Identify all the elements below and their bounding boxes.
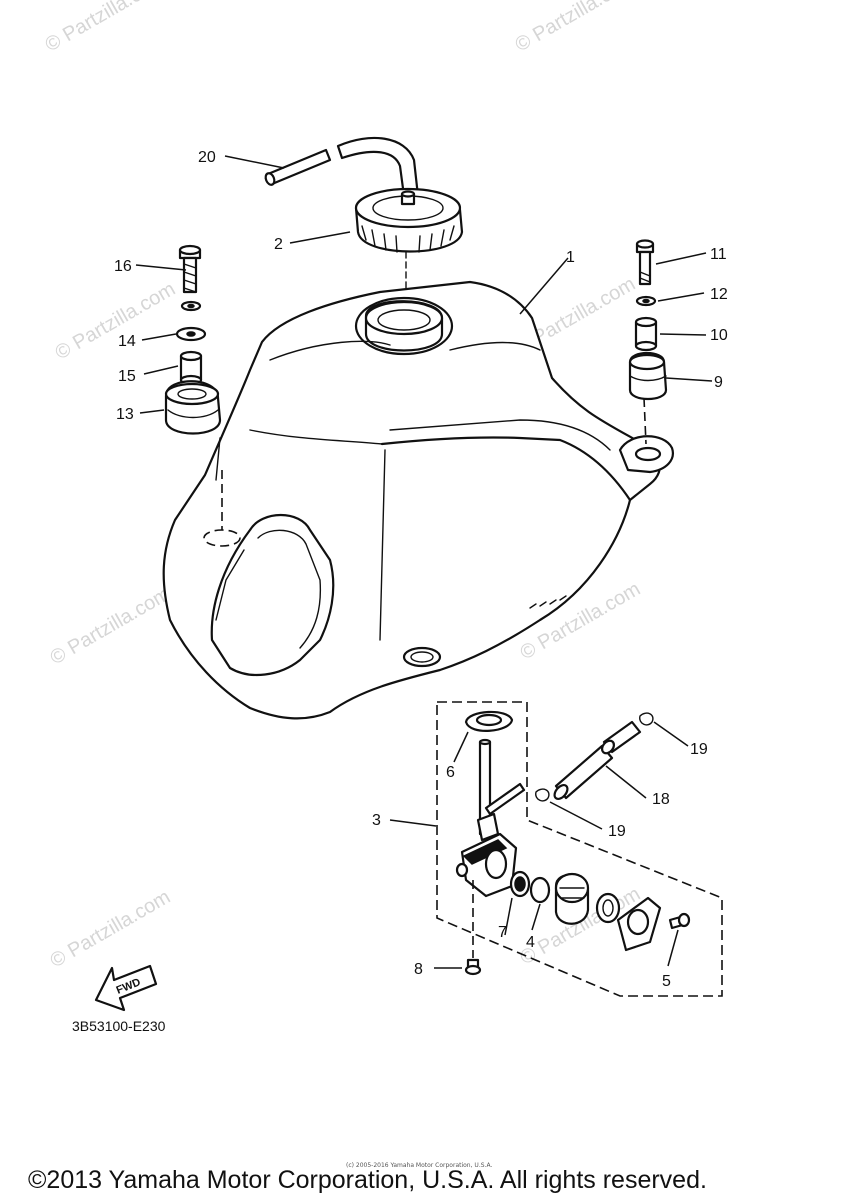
callout-18: 18 [652, 791, 670, 808]
fuel-cock-assembly [436, 701, 723, 997]
watermark: © Partzilla.com [512, 0, 640, 56]
fuel-tank [162, 280, 674, 720]
callout-10: 10 [710, 327, 728, 344]
callout-3: 3 [372, 812, 381, 829]
callout-14: 14 [118, 333, 136, 350]
small-copyright: (c) 2005-2016 Yamaha Motor Corporation, … [346, 1162, 492, 1169]
callout-7: 7 [498, 924, 507, 941]
leader-lines [135, 155, 713, 969]
callout-8: 8 [414, 961, 423, 978]
callout-5: 5 [662, 973, 671, 990]
callout-12: 12 [710, 286, 728, 303]
callout-9: 9 [714, 374, 723, 391]
callout-20: 20 [198, 149, 216, 166]
watermark: © Partzilla.com [47, 886, 175, 972]
callout-2: 2 [274, 236, 283, 253]
callout-11: 11 [710, 246, 727, 263]
callout-19: 19 [690, 741, 708, 758]
copyright-notice: ©2013 Yamaha Motor Corporation, U.S.A. A… [28, 1166, 707, 1194]
callout-numbers: 1 2 3 4 5 6 7 8 9 10 11 12 13 14 15 16 1… [114, 149, 728, 990]
fuel-hose-and-clips [535, 712, 654, 802]
fuel-cap [354, 187, 464, 291]
diagram-code: 3B53100-E230 [72, 1018, 166, 1034]
fwd-arrow-icon: FWD [94, 964, 158, 1012]
callout-1: 1 [566, 249, 575, 266]
callout-13: 13 [116, 406, 134, 423]
callout-15: 15 [118, 368, 136, 385]
callout-4: 4 [526, 934, 535, 951]
watermark: © Partzilla.com [47, 583, 175, 669]
watermark: © Partzilla.com [52, 278, 180, 364]
watermark: © Partzilla.com [42, 0, 170, 56]
left-mount-hardware [164, 244, 222, 435]
callout-6: 6 [446, 764, 455, 781]
callout-16: 16 [114, 258, 132, 275]
callout-19: 19 [608, 823, 626, 840]
right-mount-hardware [628, 239, 668, 401]
